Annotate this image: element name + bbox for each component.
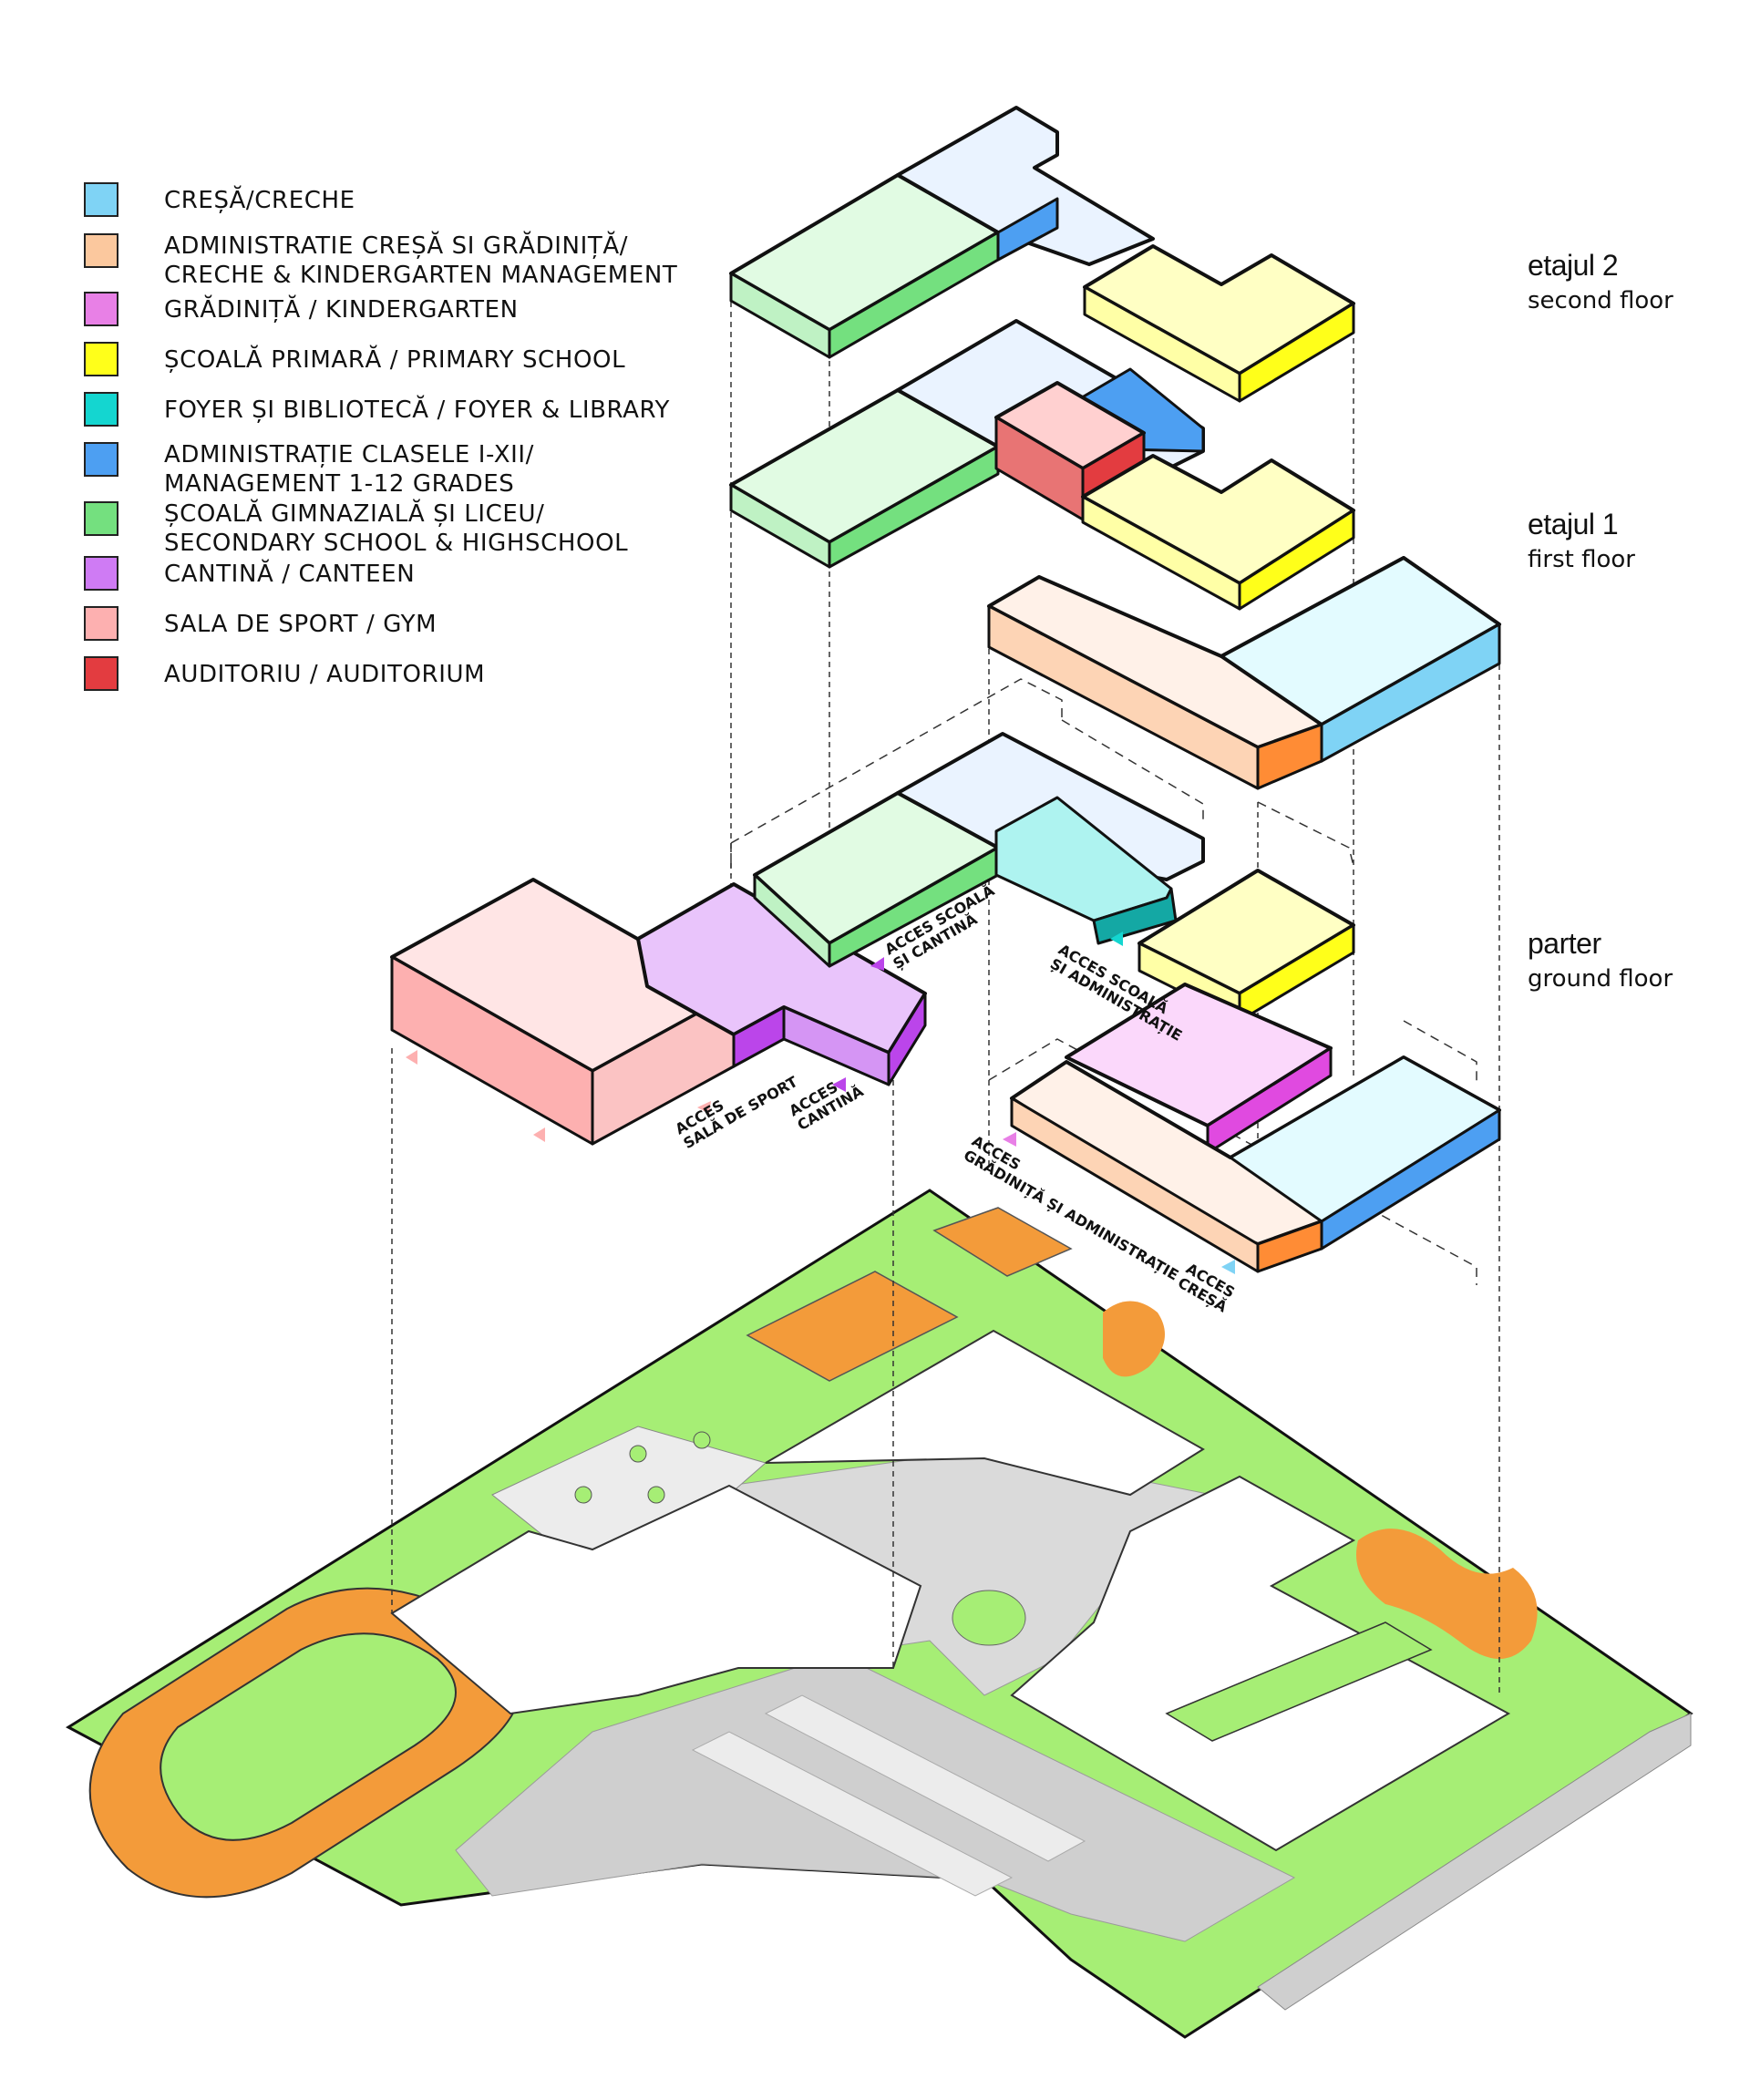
legend-swatch xyxy=(84,501,118,536)
running-track xyxy=(88,1587,522,1899)
legend-swatch xyxy=(84,182,118,217)
plaza-planter xyxy=(952,1590,1026,1646)
legend-item: CREȘĂ/CRECHE xyxy=(84,182,740,237)
legend-item: ȘCOALĂ GIMNAZIALĂ ȘI LICEU/SECONDARY SCH… xyxy=(84,500,740,557)
legend-label: GRĂDINIȚĂ / KINDERGARTEN xyxy=(164,296,519,324)
parking-row xyxy=(764,1694,1086,1862)
legend-item: SALA DE SPORT / GYM xyxy=(84,606,740,661)
legend-item: CANTINĂ / CANTEEN xyxy=(84,556,740,611)
playground-blob xyxy=(1356,1529,1538,1659)
basketball-court xyxy=(746,1271,959,1382)
site-plan xyxy=(66,1189,1693,2039)
footprint-gym-canteen xyxy=(390,1484,922,1715)
parking-area xyxy=(455,1653,1296,1942)
legend-label: CREȘĂ/CRECHE xyxy=(164,187,355,214)
legend-item: GRĂDINIȚĂ / KINDERGARTEN xyxy=(84,292,740,346)
legend-swatch xyxy=(84,606,118,641)
legend-label: ADMINISTRATIE CREȘĂ SI GRĂDINIȚĂ/CRECHE … xyxy=(164,232,678,289)
legend-label: SALA DE SPORT / GYM xyxy=(164,611,438,638)
first-floor xyxy=(729,319,1355,611)
legend-swatch xyxy=(84,342,118,376)
floor-label-second: etajul 2 second floor xyxy=(1528,248,1673,317)
floor-sub: first floor xyxy=(1528,546,1635,573)
footprint-courtyard xyxy=(1165,1621,1433,1742)
legend-label: ȘCOALĂ GIMNAZIALĂ ȘI LICEU/SECONDARY SCH… xyxy=(164,500,629,557)
hex-planter xyxy=(629,1445,647,1463)
legend-item: ADMINISTRATIE CREȘĂ SI GRĂDINIȚĂ/CRECHE … xyxy=(84,232,740,289)
legend-swatch xyxy=(84,656,118,691)
legend-label: AUDITORIU / AUDITORIUM xyxy=(164,661,486,688)
access-label-canteen: ACCES CANTINĂ xyxy=(787,1068,867,1134)
access-arrow-icon xyxy=(697,1101,711,1114)
playground-blob xyxy=(1103,1301,1165,1377)
footprint-kindergarten xyxy=(1010,1475,1511,1852)
access-arrow-icon xyxy=(406,1050,417,1065)
volleyball-court xyxy=(932,1207,1073,1277)
legend-item: AUDITORIU / AUDITORIUM xyxy=(84,656,740,711)
hex-planter xyxy=(693,1431,711,1449)
legend-swatch xyxy=(84,292,118,326)
floor-name: parter xyxy=(1528,927,1601,960)
legend-label: ȘCOALĂ PRIMARĂ / PRIMARY SCHOOL xyxy=(164,346,626,374)
legend-swatch xyxy=(84,392,118,427)
creche-upper-block xyxy=(987,556,1501,790)
legend-item: ȘCOALĂ PRIMARĂ / PRIMARY SCHOOL xyxy=(84,342,740,396)
street xyxy=(1257,1713,1692,2011)
floor-label-ground: parter ground floor xyxy=(1528,926,1673,995)
floor-sub: ground floor xyxy=(1528,965,1673,993)
legend-swatch xyxy=(84,442,118,477)
floor-sub: second floor xyxy=(1528,287,1673,314)
parking-row xyxy=(691,1731,1014,1897)
ground-floor xyxy=(390,678,1501,1285)
legend-item: FOYER ȘI BIBLIOTECĂ / FOYER & LIBRARY xyxy=(84,392,740,447)
legend-label: FOYER ȘI BIBLIOTECĂ / FOYER & LIBRARY xyxy=(164,396,671,424)
access-arrow-icon xyxy=(1221,1260,1235,1274)
hex-planter xyxy=(574,1486,592,1504)
legend-label: CANTINĂ / CANTEEN xyxy=(164,561,416,588)
access-arrow-icon xyxy=(533,1127,545,1142)
access-arrow-icon xyxy=(870,957,884,971)
access-arrow-icon xyxy=(1003,1132,1016,1147)
legend-swatch xyxy=(84,233,118,268)
legend-label: ADMINISTRAȚIE CLASELE I-XII/MANAGEMENT 1… xyxy=(164,441,535,498)
floor-name: etajul 1 xyxy=(1528,508,1619,540)
access-arrow-icon xyxy=(832,1077,846,1092)
second-floor xyxy=(729,106,1355,403)
access-arrow-icon xyxy=(1110,932,1123,946)
legend-swatch xyxy=(84,556,118,591)
legend-item: ADMINISTRAȚIE CLASELE I-XII/MANAGEMENT 1… xyxy=(84,441,740,498)
footprint-school xyxy=(765,1329,1205,1497)
floor-name: etajul 2 xyxy=(1528,249,1619,282)
hex-planter xyxy=(647,1486,665,1504)
floor-label-first: etajul 1 first floor xyxy=(1528,507,1635,576)
